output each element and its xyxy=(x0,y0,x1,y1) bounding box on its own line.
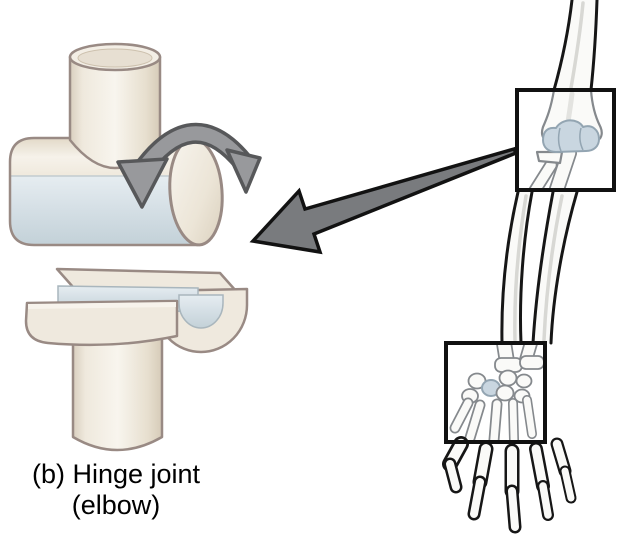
radius-shading xyxy=(513,194,528,342)
thumb-metacarpal-fill xyxy=(451,399,472,432)
ulna-right-edge xyxy=(549,190,579,345)
trough-cartilage-groove xyxy=(178,294,224,329)
vertical-cylinder-top-inner xyxy=(77,48,153,68)
metacarpal-4-fill xyxy=(509,399,518,442)
caption-line-2: (elbow) xyxy=(71,490,161,520)
radius-left-edge xyxy=(500,190,520,345)
carpal-bone xyxy=(515,373,533,389)
caption-line-1: (b) Hinge joint xyxy=(31,459,201,489)
metacarpal-2-fill xyxy=(466,401,484,442)
rotation-arrowhead-left xyxy=(116,157,169,209)
callout-arrow-shape xyxy=(249,146,519,255)
horizontal-cylinder-outline xyxy=(8,136,199,247)
condyle-separation-right xyxy=(579,127,584,151)
hand-fingers xyxy=(442,436,577,534)
condyle-separation-left xyxy=(557,127,562,152)
index-segment-2-fill xyxy=(470,478,484,518)
ulna-end-plate xyxy=(519,355,545,370)
radius-right-edge xyxy=(518,190,534,345)
rotation-arrow-icon xyxy=(116,122,262,209)
humerus-right-edge xyxy=(589,0,599,92)
wrist-inspect-box xyxy=(444,341,547,444)
ring-segment-1-fill xyxy=(531,444,548,491)
ulna-in-box-fill xyxy=(550,146,576,190)
humerus-left-edge xyxy=(552,0,574,92)
radius-in-box-fill xyxy=(529,160,556,190)
thumb-segment-2-fill xyxy=(446,460,460,491)
metacarpal-5-fill xyxy=(523,396,536,438)
rotation-arrowhead-right xyxy=(225,148,262,194)
trough-front-lip xyxy=(24,299,179,347)
metacarpal-3-fill xyxy=(490,400,501,442)
ulna-shading xyxy=(542,194,564,342)
ulna-left-edge xyxy=(531,190,555,345)
hinge-joint-model xyxy=(8,42,262,452)
carpal-bone xyxy=(495,384,515,402)
wrist-detail xyxy=(449,343,545,442)
humerus-shading xyxy=(569,1,585,90)
humerus-fill xyxy=(554,0,597,90)
radial-head-plate xyxy=(535,150,564,165)
trough-front-lip-highlight xyxy=(28,302,176,309)
elbow-inspect-box xyxy=(515,88,616,192)
middle-segment-2-fill xyxy=(508,487,519,531)
lower-bone-trough-model xyxy=(24,267,249,452)
humerus-bone xyxy=(552,0,599,92)
carpal-bone xyxy=(498,369,518,387)
elbow-cartilage-condyles xyxy=(542,119,600,153)
lower-cylinder-body xyxy=(71,334,164,452)
forearm-bones xyxy=(500,190,579,345)
figure-caption: (b) Hinge joint (elbow) xyxy=(10,459,222,521)
ring-segment-2-fill xyxy=(539,482,552,519)
callout-arrow xyxy=(249,146,519,255)
arm-skeleton-illustration xyxy=(442,0,616,534)
pinky-segment-2-fill xyxy=(561,467,575,502)
elbow-joint-detail xyxy=(527,90,603,190)
upper-bone-cylinder-model xyxy=(8,42,224,247)
